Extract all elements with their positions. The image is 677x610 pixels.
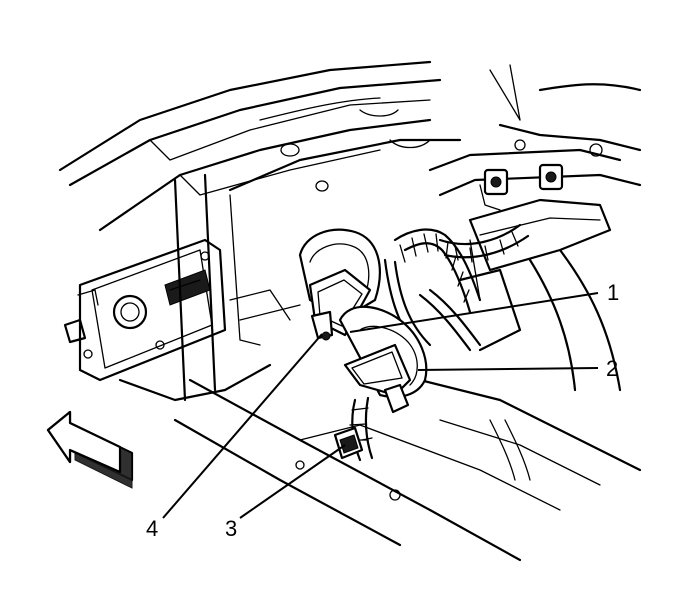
duct-housing (458, 198, 612, 352)
leader-2 (417, 367, 599, 371)
callout-1: 1 (607, 280, 619, 305)
upper-right-bracket (428, 64, 642, 211)
lower-floor-structure (173, 248, 642, 562)
upper-body-structure (58, 60, 462, 232)
electrical-connector (333, 426, 373, 460)
leader-3 (239, 444, 346, 519)
callout-2: 2 (606, 356, 618, 381)
callout-3: 3 (225, 516, 237, 541)
horn-assembly (298, 228, 428, 414)
vertical-pillar (118, 173, 301, 402)
leader-4 (162, 333, 323, 519)
front-direction-arrow-icon (46, 410, 134, 489)
callout-leaders (162, 292, 599, 519)
leader-1 (349, 292, 599, 333)
callout-4: 4 (146, 516, 158, 541)
side-bracket-panel (63, 238, 227, 382)
